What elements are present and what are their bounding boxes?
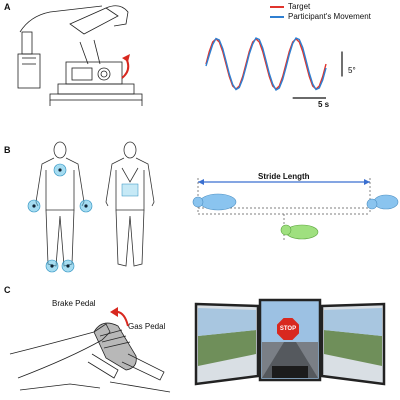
panel-a-label: A — [4, 2, 11, 12]
legend-movement-label: Participant's Movement — [288, 12, 371, 21]
legend-target-swatch — [270, 5, 284, 8]
legend-movement-swatch — [270, 15, 284, 18]
pedal-illustration — [9, 307, 171, 393]
stride-length-label: Stride Length — [258, 172, 310, 181]
x-scale-label: 5 s — [318, 100, 330, 109]
legend-target-label: Target — [288, 2, 311, 11]
legend-movement: Participant's Movement — [270, 12, 371, 21]
y-scale-label: 5° — [348, 66, 356, 75]
stop-sign-text: STOP — [279, 326, 297, 332]
series-line-target — [205, 38, 327, 90]
left-footprint-2 — [373, 194, 399, 210]
tracking-chart — [205, 37, 343, 99]
panel-b-label: B — [4, 145, 11, 155]
sensor-back — [121, 183, 139, 197]
driving-simulator — [194, 298, 386, 386]
series-line-movement — [205, 37, 327, 91]
ankle-device-illustration — [17, 5, 143, 106]
body-sensor-diagram — [27, 141, 155, 273]
left-footprint-1 — [199, 193, 237, 211]
gas-pedal-label: Gas Pedal — [128, 322, 166, 331]
stride-diagram — [192, 178, 399, 242]
panel-c-label: C — [4, 285, 11, 295]
legend-target: Target — [270, 2, 310, 11]
brake-pedal-label: Brake Pedal — [52, 299, 96, 308]
stop-sign: STOP — [277, 318, 299, 340]
